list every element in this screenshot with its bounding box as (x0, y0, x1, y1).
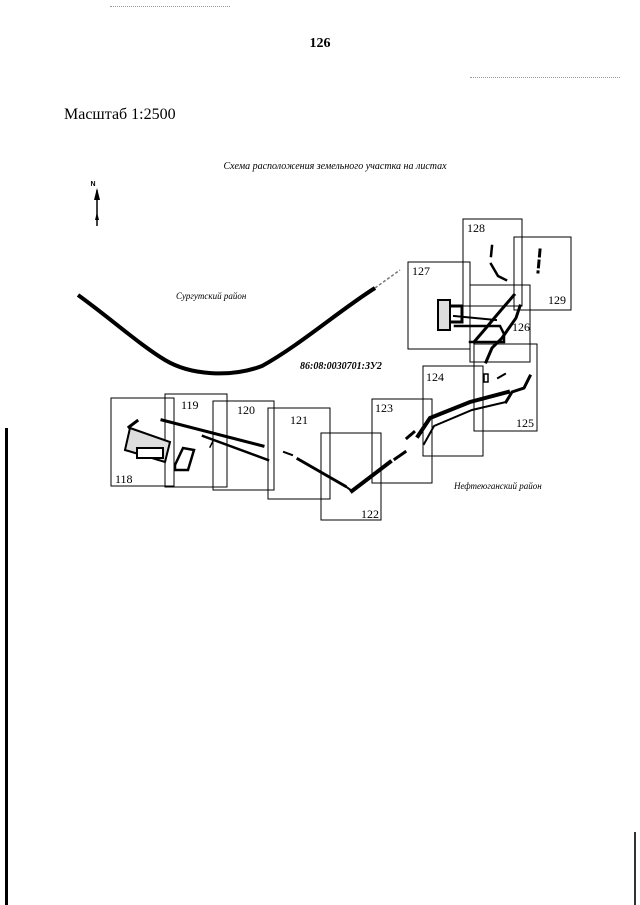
sheet-label-129: 129 (548, 293, 566, 307)
north-label: N (90, 181, 95, 188)
sheet-frame-118 (110, 397, 175, 487)
sheet-label-120: 120 (237, 403, 255, 417)
scheme-title: Схема расположения земельного участка на… (223, 161, 447, 172)
scan-noise (110, 6, 230, 8)
sheet-label-126: 126 (512, 320, 530, 334)
sheet-frame-121 (267, 407, 331, 500)
sheet-label-122: 122 (361, 507, 379, 521)
sheet-frame-122 (320, 432, 382, 521)
scan-noise (470, 77, 620, 79)
page-number: 126 (309, 36, 331, 51)
scan-edge-left (5, 428, 8, 905)
north-arrow-icon: N (90, 181, 100, 226)
sheet-frame-120 (212, 400, 275, 491)
sheet-label-128: 128 (467, 221, 485, 235)
parcel-linework (123, 244, 542, 494)
sheet-label-124: 124 (426, 370, 444, 384)
sheet-label-123: 123 (375, 401, 393, 415)
region-label-surgut: Сургутский район (176, 291, 247, 301)
scan-edge-right (634, 832, 636, 905)
sheet-frame-125 (473, 343, 538, 432)
sheet-label-119: 119 (181, 398, 199, 412)
district-boundary-faint (374, 269, 401, 289)
sheet-label-125: 125 (516, 416, 534, 430)
sheet-frame-128 (462, 218, 523, 307)
sheet-label-127: 127 (412, 264, 430, 278)
sheet-label-118: 118 (115, 472, 133, 486)
scale-label: Масштаб 1:2500 (64, 106, 176, 123)
parcel-id-label: 86:08:0030701:ЗУ2 (300, 361, 382, 372)
sheet-frame-123 (371, 398, 433, 484)
district-boundary (76, 286, 377, 376)
sheet-frame-124 (422, 365, 484, 457)
region-label-nefteyugansk: Нефтеюганский район (453, 481, 542, 491)
sheet-label-121: 121 (290, 413, 308, 427)
sheet-frame-129 (513, 236, 572, 311)
